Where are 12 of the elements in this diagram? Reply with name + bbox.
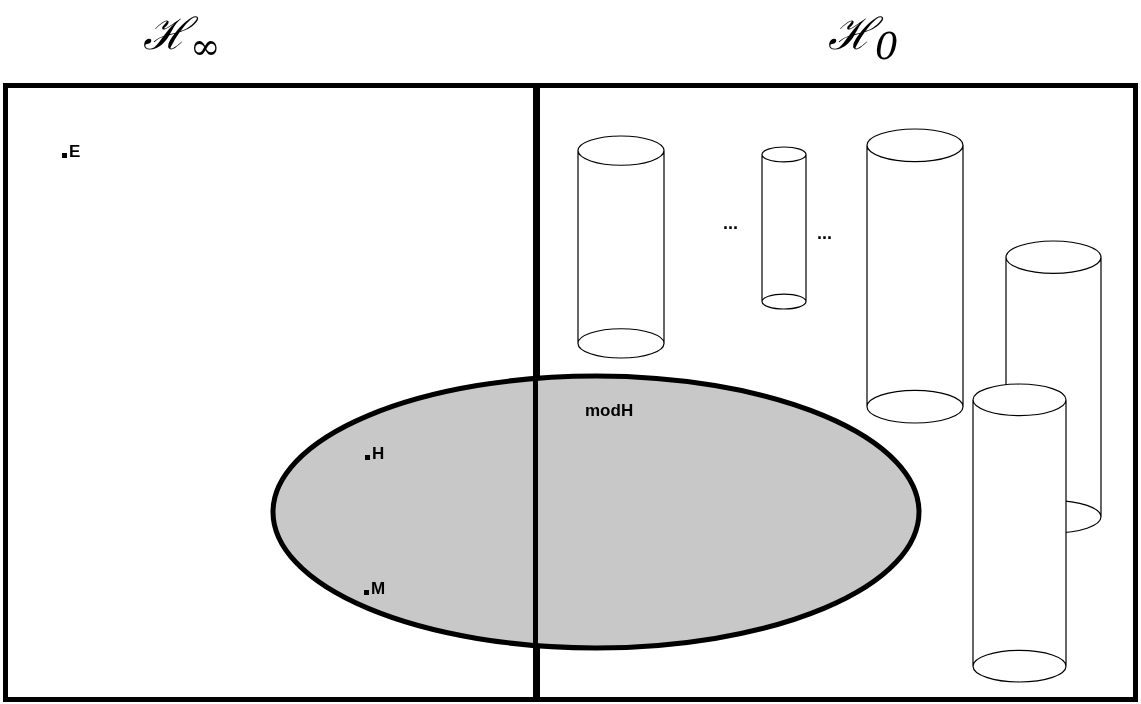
region-label: modH xyxy=(585,401,634,421)
point-label: E xyxy=(62,142,81,162)
ellipsis-mark: ... xyxy=(817,226,832,240)
ellipsis-mark: ... xyxy=(723,216,738,230)
point-label: H xyxy=(365,444,385,464)
point-label: M xyxy=(364,579,386,599)
cylinder-shape xyxy=(761,146,807,310)
cylinder-shape xyxy=(866,128,964,424)
cylinder-shape xyxy=(577,135,665,359)
cylinder-shape xyxy=(972,383,1067,683)
panel-heading: ℋ$_{∞}$ xyxy=(143,8,221,70)
panel-heading: ℋ$_{0}$ xyxy=(828,8,899,70)
